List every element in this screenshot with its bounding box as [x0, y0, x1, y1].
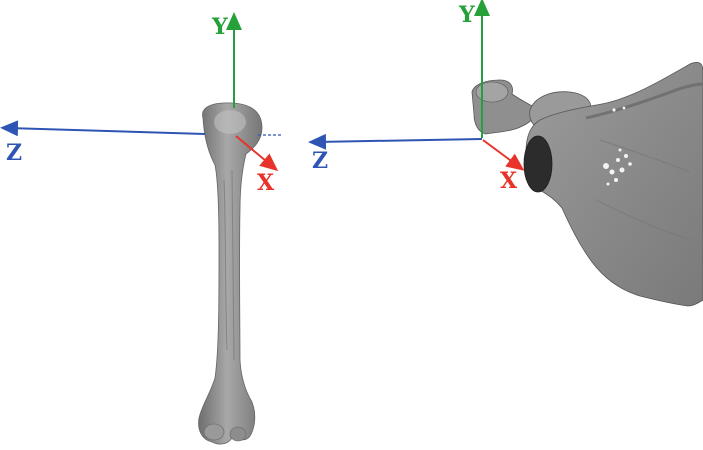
scapula-glenoid — [524, 136, 552, 192]
scapula-z-label: Z — [312, 148, 328, 174]
scapula-x-axis — [483, 140, 518, 166]
humerus-condyle-left — [204, 424, 224, 440]
humerus-z-axis — [8, 128, 205, 134]
humerus-condyle-right — [230, 427, 246, 441]
scapula-y-label: Y — [458, 2, 475, 28]
scapula-z-axis — [316, 139, 482, 142]
scapula-panel: Y Z X — [312, 2, 703, 306]
humerus-y-label: Y — [211, 14, 228, 40]
humerus-x-label: X — [257, 170, 275, 196]
scapula-acromion-tip — [476, 82, 508, 102]
humerus-bone — [199, 103, 262, 444]
humerus-panel: Y Z X — [6, 14, 282, 444]
humerus-z-label: Z — [6, 140, 22, 166]
scapula-x-label: X — [500, 168, 518, 194]
humerus-head-highlight — [214, 110, 246, 134]
